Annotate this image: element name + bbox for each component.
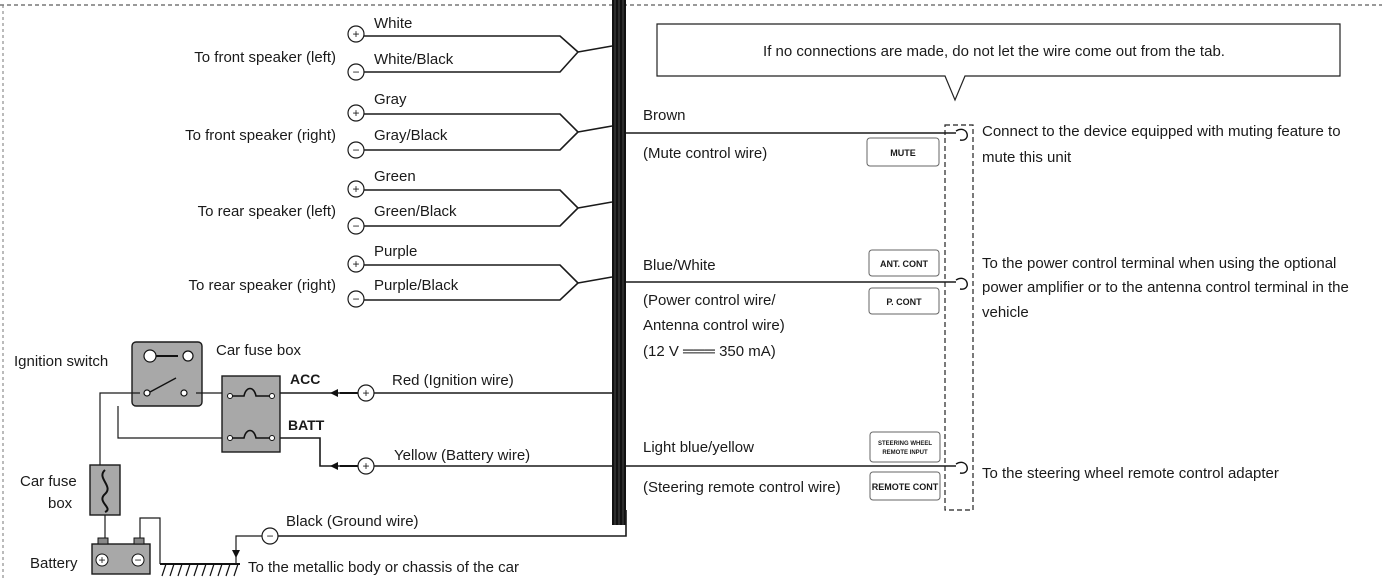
ground-bar-icon bbox=[160, 563, 240, 577]
power-desc-1: To the power control terminal when using… bbox=[982, 255, 1336, 272]
plus-symbol: + bbox=[352, 106, 359, 120]
steering-wheel-tag bbox=[869, 431, 941, 463]
steering-tag-text-2: REMOTE INPUT bbox=[882, 450, 928, 456]
plus-terminal-icon bbox=[347, 25, 365, 43]
plus-wire-label: Gray bbox=[374, 91, 407, 108]
red-wire-label: Red (Ignition wire) bbox=[392, 372, 514, 389]
arrow-left-icon bbox=[330, 462, 338, 470]
steering-wire-group: Light blue/yellow (Steering remote contr… bbox=[626, 431, 1279, 501]
car-fuse-box-left-label-1: Car fuse bbox=[20, 473, 77, 490]
note-callout: If no connections are made, do not let t… bbox=[656, 23, 1341, 102]
blue-desc-1: (Power control wire/ bbox=[643, 292, 776, 309]
speaker-target-label: To rear speaker (left) bbox=[198, 203, 336, 220]
light-blue-desc: (Steering remote control wire) bbox=[643, 479, 841, 496]
minus-wire-label: Purple/Black bbox=[374, 277, 459, 294]
brown-wire-desc: (Mute control wire) bbox=[643, 145, 767, 162]
battery-plus-symbol: + bbox=[98, 553, 105, 567]
blue-white-label: Blue/White bbox=[643, 257, 716, 274]
car-fuse-box-top-label: Car fuse box bbox=[216, 342, 302, 359]
power-desc-3: vehicle bbox=[982, 304, 1029, 321]
battery-label: Battery bbox=[30, 555, 78, 572]
light-blue-label: Light blue/yellow bbox=[643, 439, 754, 456]
arrow-down-icon bbox=[232, 550, 240, 558]
car-fuse-icon bbox=[89, 464, 121, 516]
note-text: If no connections are made, do not let t… bbox=[763, 43, 1225, 60]
plus-wire-label: Purple bbox=[374, 243, 417, 260]
steering-tag-text-1: STEERING WHEEL bbox=[878, 441, 932, 447]
minus-wire-label: Green/Black bbox=[374, 203, 457, 220]
ant-cont-tag bbox=[868, 249, 940, 277]
key-icon bbox=[143, 349, 157, 363]
remote-cont-tag bbox=[869, 471, 941, 501]
minus-wire-label: White/Black bbox=[374, 51, 454, 68]
speaker-target-label: To rear speaker (right) bbox=[188, 277, 336, 294]
mute-tag-text: MUTE bbox=[890, 148, 916, 158]
speaker-rear-right: To rear speaker (right) + − Purple Purpl… bbox=[188, 243, 613, 308]
ground-target-label: To the metallic body or chassis of the c… bbox=[248, 559, 519, 576]
speaker-target-label: To front speaker (left) bbox=[194, 49, 336, 66]
harness-bundle bbox=[612, 0, 626, 525]
plus-terminal-icon bbox=[347, 255, 365, 273]
minus-symbol: − bbox=[352, 143, 359, 157]
speaker-front-right: To front speaker (right) + − Gray Gray/B… bbox=[185, 91, 613, 159]
power-desc-2: power amplifier or to the antenna contro… bbox=[982, 279, 1349, 296]
plus-terminal-icon bbox=[347, 104, 365, 122]
minus-symbol: − bbox=[352, 65, 359, 79]
yellow-wire-label: Yellow (Battery wire) bbox=[394, 447, 530, 464]
plus-symbol: + bbox=[362, 459, 369, 473]
plus-symbol: + bbox=[352, 182, 359, 196]
mute-desc-1: Connect to the device equipped with muti… bbox=[982, 123, 1341, 140]
minus-terminal-icon bbox=[347, 290, 365, 308]
minus-symbol: − bbox=[266, 529, 273, 543]
p-cont-tag bbox=[868, 287, 940, 315]
plus-symbol: + bbox=[352, 257, 359, 271]
plus-symbol: + bbox=[352, 27, 359, 41]
plus-wire-label: White bbox=[374, 15, 412, 32]
arrow-left-icon bbox=[330, 389, 338, 397]
battery-minus-symbol: − bbox=[134, 553, 141, 567]
wire-tab-dashed bbox=[944, 124, 974, 511]
brown-wire-label: Brown bbox=[643, 107, 686, 124]
acc-label: ACC bbox=[290, 371, 320, 387]
minus-symbol: − bbox=[352, 292, 359, 306]
batt-label: BATT bbox=[288, 417, 325, 433]
ignition-switch-icon bbox=[131, 341, 203, 407]
black-wire-label: Black (Ground wire) bbox=[286, 513, 419, 530]
blue-desc-3: (12 V ═══ 350 mA) bbox=[643, 343, 776, 360]
remote-cont-tag-text: REMOTE CONT bbox=[872, 482, 939, 492]
speaker-target-label: To front speaker (right) bbox=[185, 127, 336, 144]
speaker-front-left: To front speaker (left) + − White White/… bbox=[194, 15, 613, 81]
car-fuse-box-left-label-2: box bbox=[48, 495, 73, 512]
minus-symbol: − bbox=[352, 219, 359, 233]
steering-desc: To the steering wheel remote control ada… bbox=[982, 465, 1279, 482]
ant-cont-tag-text: ANT. CONT bbox=[880, 259, 928, 269]
mute-desc-2: mute this unit bbox=[982, 149, 1072, 166]
plus-symbol: + bbox=[362, 386, 369, 400]
mute-wire-group: Brown (Mute control wire) MUTE Connect t… bbox=[626, 107, 1341, 167]
plus-terminal-icon bbox=[347, 180, 365, 198]
power-section: Ignition switch Car fuse box ACC BATT Ca… bbox=[14, 341, 627, 577]
mute-tag bbox=[866, 137, 940, 167]
p-cont-tag-text: P. CONT bbox=[886, 297, 922, 307]
power-control-wire-group: Blue/White (Power control wire/ Antenna … bbox=[626, 249, 1349, 360]
speaker-rear-left: To rear speaker (left) + − Green Green/B… bbox=[198, 168, 613, 235]
ignition-switch-label: Ignition switch bbox=[14, 353, 108, 370]
blue-desc-2: Antenna control wire) bbox=[643, 317, 785, 334]
plus-wire-label: Green bbox=[374, 168, 416, 185]
minus-wire-label: Gray/Black bbox=[374, 127, 448, 144]
